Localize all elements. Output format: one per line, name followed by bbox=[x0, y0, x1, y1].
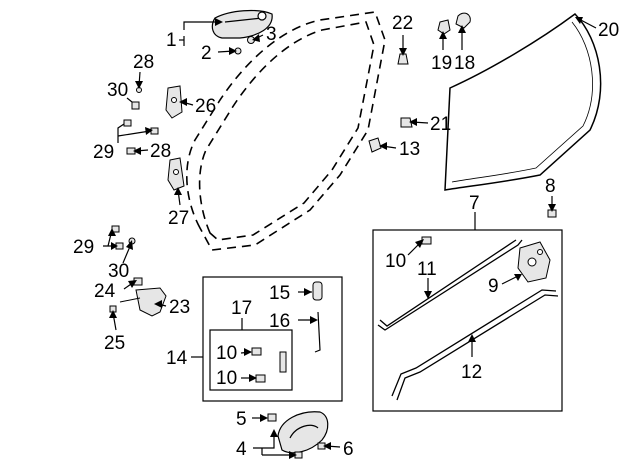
rod-15 bbox=[312, 281, 323, 301]
callout-9: 9 bbox=[488, 276, 499, 297]
rod-12 bbox=[391, 289, 559, 401]
window-glass bbox=[444, 13, 602, 191]
callout-4: 4 bbox=[236, 439, 247, 460]
callout-17: 17 bbox=[231, 298, 252, 319]
callout-20: 20 bbox=[598, 20, 619, 41]
callout-15: 15 bbox=[269, 283, 290, 304]
leader-lines bbox=[103, 17, 597, 456]
callout-11: 11 bbox=[417, 259, 437, 280]
window-glass-inner-edge bbox=[451, 21, 593, 183]
callout-6: 6 bbox=[343, 439, 354, 460]
callout-28-mid: 28 bbox=[150, 141, 171, 162]
door-lock-9 bbox=[517, 241, 551, 283]
leader-arrowheads bbox=[108, 17, 583, 459]
callout-30-top: 30 bbox=[107, 80, 128, 101]
callout-26: 26 bbox=[195, 96, 216, 117]
callout-3: 3 bbox=[266, 24, 277, 45]
callout-24: 24 bbox=[94, 281, 116, 302]
callout-7: 7 bbox=[469, 193, 480, 214]
check-link-23 bbox=[119, 287, 167, 317]
callout-29-bottom: 29 bbox=[73, 237, 94, 258]
callout-25: 25 bbox=[104, 333, 125, 354]
callout-13: 13 bbox=[399, 139, 420, 160]
callout-labels: 1 2 3 22 19 18 20 28 30 26 29 28 21 13 8… bbox=[73, 13, 619, 460]
rod-11 bbox=[377, 239, 523, 331]
callout-1: 1 bbox=[166, 30, 177, 51]
callout-23: 23 bbox=[169, 297, 190, 318]
box-17-parts bbox=[251, 347, 287, 383]
callout-10-box17-a: 10 bbox=[216, 343, 237, 364]
clip-10-box7 bbox=[421, 236, 432, 245]
handle-small-parts bbox=[234, 36, 255, 55]
upper-bracket-26 bbox=[165, 85, 183, 119]
callout-22: 22 bbox=[392, 13, 413, 34]
callout-5: 5 bbox=[236, 409, 247, 430]
callout-8: 8 bbox=[545, 176, 556, 197]
outside-handle bbox=[211, 9, 273, 39]
door-outline bbox=[186, 11, 386, 251]
callout-30-bottom: 30 bbox=[108, 261, 129, 282]
callout-2: 2 bbox=[201, 43, 212, 64]
callout-10-box17-b: 10 bbox=[216, 368, 237, 389]
callout-18: 18 bbox=[454, 53, 475, 74]
callout-16: 16 bbox=[269, 311, 290, 332]
box-17 bbox=[209, 329, 293, 391]
callout-19: 19 bbox=[431, 53, 452, 74]
callout-14: 14 bbox=[166, 348, 188, 369]
clip-21 bbox=[400, 117, 413, 128]
box-14 bbox=[202, 276, 343, 402]
callout-27: 27 bbox=[168, 208, 189, 229]
rod-16 bbox=[314, 311, 321, 353]
lock-cylinder-18-19 bbox=[437, 12, 471, 35]
inside-handle bbox=[277, 411, 329, 454]
upper-fasteners bbox=[123, 87, 159, 155]
callout-29-top: 29 bbox=[93, 142, 114, 163]
clip-13 bbox=[368, 137, 382, 153]
callout-12: 12 bbox=[461, 362, 482, 383]
box-7 bbox=[372, 229, 563, 412]
callout-21: 21 bbox=[430, 114, 451, 135]
callout-10-box7: 10 bbox=[385, 251, 406, 272]
lower-bracket-27 bbox=[167, 157, 185, 191]
callout-28-top: 28 bbox=[133, 52, 154, 73]
